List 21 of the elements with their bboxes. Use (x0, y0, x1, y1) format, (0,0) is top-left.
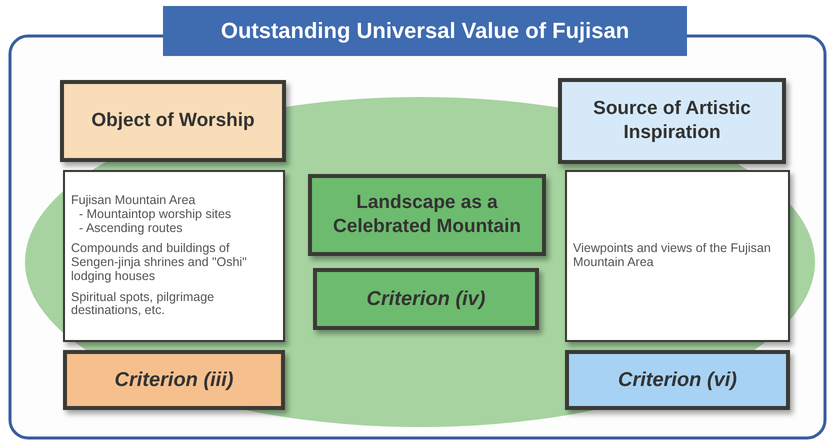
description-text: Compounds and buildings of Sengen-jinja shrines and "Oshi" lodging houses (71, 242, 248, 284)
category-box (60, 80, 286, 162)
criterion-box (63, 350, 285, 410)
category-label: Object of Worship (91, 109, 255, 133)
description-box (63, 170, 285, 342)
category-label: Landscape as a Celebrated Mountain (332, 191, 522, 239)
category-label: Source of Artistic Inspiration (592, 97, 752, 145)
criterion-label: Criterion (vi) (618, 368, 737, 392)
description-text: - Mountaintop worship sites (79, 208, 232, 222)
criterion-label: Criterion (iv) (366, 288, 486, 310)
criterion-box (313, 268, 539, 330)
description-text: Viewpoints and views of the Fujisan Mountain Area (573, 242, 772, 270)
criterion-box (565, 350, 790, 410)
criterion-label: Criterion (iii) (114, 368, 234, 392)
category-box (308, 174, 546, 256)
description-text: Spiritual spots, pilgrimage destinations, etc. (71, 290, 216, 318)
description-box (565, 170, 790, 342)
category-box (558, 78, 786, 164)
description-text: - Ascending routes (78, 222, 183, 236)
description-text: Fujisan Mountain Area (71, 194, 196, 208)
title-banner: Outstanding Universal Value of Fujisan (163, 6, 687, 56)
